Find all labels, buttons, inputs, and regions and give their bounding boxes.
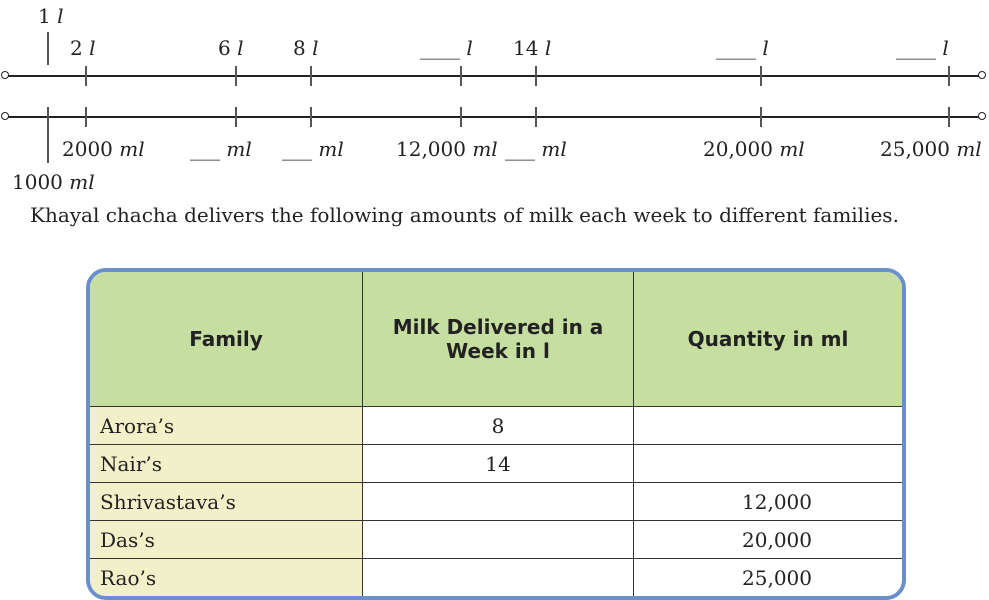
cell-family: Arora’s (90, 406, 363, 446)
label-unit: l (89, 36, 96, 60)
cell-family: Rao’s (90, 558, 363, 596)
ml-label: ___ ml (282, 137, 344, 161)
label-unit: l (312, 36, 319, 60)
litre-label: ____ l (896, 36, 949, 60)
tick-mark (310, 66, 312, 86)
label-unit: l (237, 36, 244, 60)
ml-label: 20,000 ml (703, 137, 805, 161)
litre-label: 8 l (293, 36, 319, 60)
label-value: 25,000 (880, 137, 950, 161)
milk-delivery-table: Family Milk Delivered in a Week in l Qua… (86, 268, 906, 600)
ml-label: 2000 ml (62, 137, 145, 161)
cell-family: Das’s (90, 520, 363, 560)
label-unit: l (942, 36, 949, 60)
tick-mark (535, 107, 537, 127)
label-unit: ml (318, 137, 344, 161)
tick-mark (310, 107, 312, 127)
cell-ml: 12,000 (633, 482, 902, 522)
litre-label: ____ l (420, 36, 473, 60)
label-value: 12,000 (396, 137, 466, 161)
label-unit: l (57, 4, 64, 28)
tick-mark (47, 107, 49, 163)
tick-mark (85, 66, 87, 86)
label-value: ___ (190, 137, 220, 161)
label-value: ____ (420, 36, 460, 60)
label-unit: ml (541, 137, 567, 161)
label-unit: ml (956, 137, 982, 161)
litre-label: 6 l (218, 36, 244, 60)
label-unit: ml (779, 137, 805, 161)
table-row: Das’s 20,000 (90, 520, 902, 560)
litre-label: 2 l (70, 36, 96, 60)
label-unit: ml (69, 170, 95, 194)
label-value: 1 (38, 4, 51, 28)
litre-label: ____ l (716, 36, 769, 60)
problem-text: Khayal chacha delivers the following amo… (30, 203, 899, 227)
tick-mark (85, 107, 87, 127)
cell-ml: 20,000 (633, 520, 902, 560)
line-endpoint (978, 112, 986, 120)
label-value: 1000 (12, 170, 63, 194)
header-ml: Quantity in ml (633, 272, 902, 408)
tick-mark (948, 107, 950, 127)
label-value: 8 (293, 36, 306, 60)
label-unit: ml (119, 137, 145, 161)
label-unit: l (544, 36, 552, 60)
cell-litres: 14 (362, 444, 634, 484)
ml-label: ___ ml (190, 137, 252, 161)
label-value: ____ (716, 36, 756, 60)
tick-mark (235, 107, 237, 127)
label-unit: l (762, 36, 769, 60)
tick-mark (760, 66, 762, 86)
label-unit: ml (472, 137, 498, 161)
header-family: Family (90, 272, 363, 408)
ml-label: 12,000 ml (396, 137, 498, 161)
label-value: ___ (282, 137, 312, 161)
line-endpoint (978, 71, 986, 79)
table-row: Rao’s 25,000 (90, 558, 902, 596)
label-value: 14 (513, 36, 539, 60)
tick-mark (535, 66, 537, 86)
tick-mark (948, 66, 950, 86)
cell-litres: 8 (362, 406, 634, 446)
tick-mark (47, 32, 49, 65)
millilitre-number-line (8, 116, 980, 118)
cell-litres (362, 482, 634, 522)
label-unit: l (466, 36, 473, 60)
table-row: Shrivastava’s 12,000 (90, 482, 902, 522)
label-value: ___ (505, 137, 535, 161)
ml-label: 1000 ml (12, 170, 95, 194)
label-value: 2000 (62, 137, 113, 161)
litre-label: 14 l (513, 36, 551, 60)
cell-ml (633, 406, 902, 446)
ml-label: ___ ml (505, 137, 567, 161)
cell-litres (362, 520, 634, 560)
header-litres: Milk Delivered in a Week in l (362, 272, 634, 408)
tick-mark (460, 107, 462, 127)
cell-ml (633, 444, 902, 484)
litre-number-line (8, 75, 980, 77)
line-endpoint (1, 112, 9, 120)
cell-ml: 25,000 (633, 558, 902, 596)
cell-family: Nair’s (90, 444, 363, 484)
tick-mark (760, 107, 762, 127)
label-value: 2 (70, 36, 83, 60)
ml-label: 25,000 ml (880, 137, 982, 161)
tick-mark (460, 66, 462, 86)
cell-litres (362, 558, 634, 596)
tick-mark (235, 66, 237, 86)
label-value: ____ (896, 36, 936, 60)
label-value: 20,000 (703, 137, 773, 161)
line-endpoint (1, 71, 9, 79)
label-unit: ml (226, 137, 252, 161)
litre-label: 1 l (38, 4, 64, 28)
cell-family: Shrivastava’s (90, 482, 363, 522)
label-value: 6 (218, 36, 231, 60)
